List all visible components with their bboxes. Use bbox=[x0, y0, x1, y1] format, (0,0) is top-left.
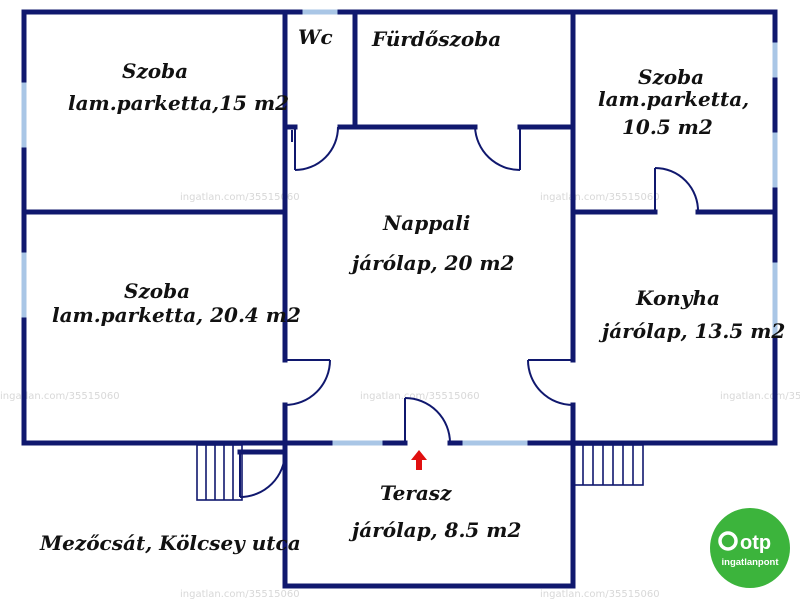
walls bbox=[21, 9, 778, 589]
room-area-szoba-2-line2: 10.5 m2 bbox=[622, 115, 713, 139]
room-name-wc: Wc bbox=[298, 25, 333, 49]
watermark-text: ingatlan.com/35515060 bbox=[180, 192, 300, 203]
room-name-furdoszoba: Fürdőszoba bbox=[371, 27, 501, 51]
windows bbox=[21, 9, 778, 446]
watermarks: ingatlan.com/35515060 ingatlan.com/35515… bbox=[0, 192, 800, 600]
room-name-szoba: Szoba bbox=[122, 59, 188, 83]
watermark-text: ingatlan.com/35515060 bbox=[180, 589, 300, 600]
watermark-text: ingatlan.com/35515060 bbox=[540, 589, 660, 600]
room-name-terasz: Terasz bbox=[380, 481, 452, 505]
watermark-text: ingatlan.com/35515060 bbox=[720, 391, 800, 402]
room-name-szoba-3: Szoba bbox=[124, 279, 190, 303]
room-area-szoba: lam.parketta,15 m2 bbox=[68, 91, 289, 115]
room-name-konyha: Konyha bbox=[635, 286, 720, 310]
address-label: Mezőcsát, Kölcsey utca bbox=[39, 531, 301, 555]
otp-ingatlanpont-logo: otp ingatlanpont bbox=[710, 508, 790, 588]
room-area-szoba-3: lam.parketta, 20.4 m2 bbox=[52, 303, 301, 327]
entry-arrow-icon bbox=[411, 450, 427, 470]
watermark-text: ingatlan.com/35515060 bbox=[360, 391, 480, 402]
logo-sub: ingatlanpont bbox=[722, 557, 780, 568]
room-area-terasz: járólap, 8.5 m2 bbox=[348, 518, 521, 542]
room-name-nappali: Nappali bbox=[382, 211, 470, 235]
stairs-right bbox=[572, 444, 644, 486]
room-area-nappali: járólap, 20 m2 bbox=[348, 251, 514, 275]
stairs-left bbox=[196, 444, 243, 501]
room-area-szoba-2-line1: lam.parketta, bbox=[598, 87, 749, 111]
watermark-text: ingatlan.com/35515060 bbox=[0, 391, 120, 402]
doors bbox=[239, 126, 700, 498]
logo-brand: otp bbox=[740, 532, 771, 554]
room-name-szoba-2: Szoba bbox=[638, 65, 704, 89]
room-area-konyha: járólap, 13.5 m2 bbox=[598, 319, 785, 343]
watermark-text: ingatlan.com/35515060 bbox=[540, 192, 660, 203]
